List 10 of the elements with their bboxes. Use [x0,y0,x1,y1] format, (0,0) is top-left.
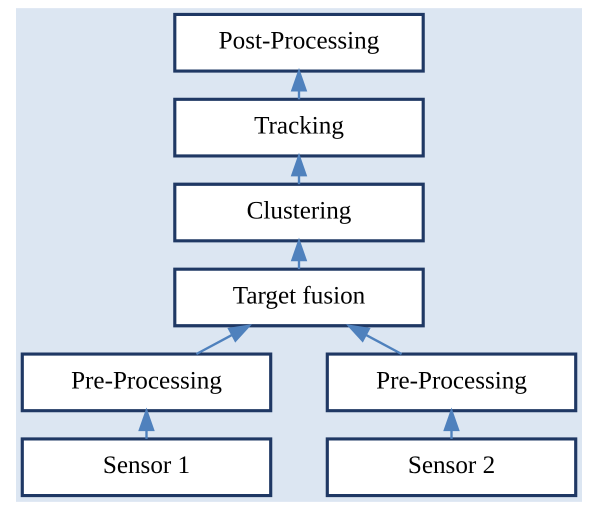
arrow [346,324,402,356]
node-box: Tracking [173,98,425,158]
node-box: Sensor 2 [326,437,578,498]
node-box: Target fusion [173,268,425,328]
node-box: Pre-Processing [326,352,578,412]
node-box: Post-Processing [173,12,425,73]
node-box: Sensor 1 [20,437,272,498]
arrow [196,324,252,356]
node-box: Clustering [173,182,425,242]
node-box: Pre-Processing [20,352,272,412]
